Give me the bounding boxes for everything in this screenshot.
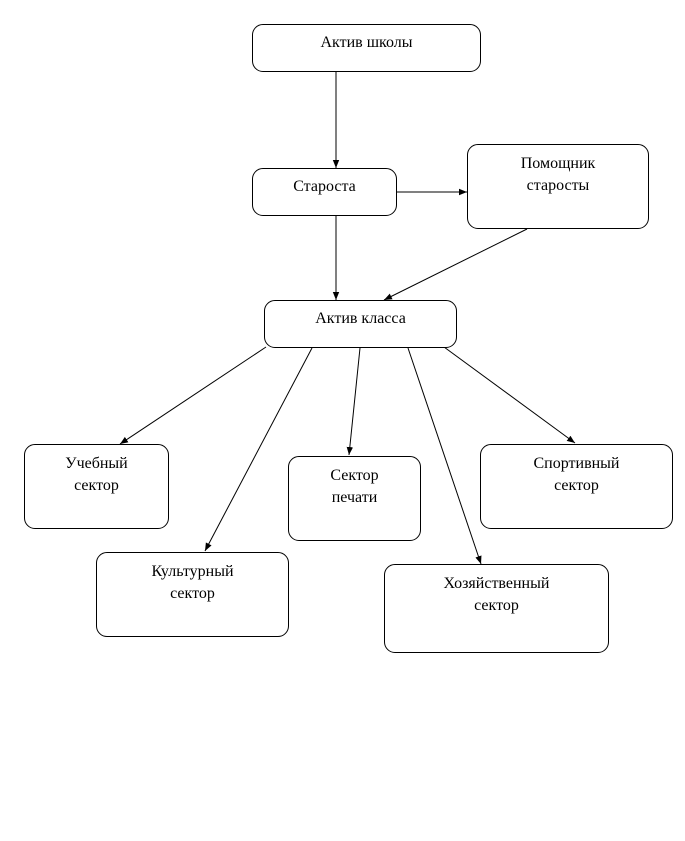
node-pechati: Сектор печати bbox=[288, 456, 421, 541]
edge-pomoshchnik-to-class bbox=[383, 228, 528, 301]
node-khozyaystvenny: Хозяйственный сектор bbox=[384, 564, 609, 653]
node-kulturny: Культурный сектор bbox=[96, 552, 289, 637]
node-uchebny-label-line1: Учебный bbox=[65, 455, 128, 472]
node-starosta-label: Староста bbox=[293, 178, 356, 195]
node-khozyaystvenny-label-line1: Хозяйственный bbox=[443, 575, 550, 592]
node-school-activ-label: Актив школы bbox=[320, 34, 413, 51]
node-kulturny-label-line1: Культурный bbox=[151, 563, 234, 580]
node-pomoshchnik-label-line2: старосты bbox=[526, 177, 590, 194]
edge-class-to-kulturny bbox=[204, 347, 313, 552]
edge-class-to-uchebny bbox=[119, 346, 267, 445]
node-pechati-label-line1: Сектор bbox=[330, 467, 379, 484]
node-pechati-label-line2: печати bbox=[331, 489, 378, 506]
node-kulturny-label-line2: сектор bbox=[170, 585, 215, 602]
node-khozyaystvenny-label-line2: сектор bbox=[474, 597, 519, 614]
node-class-activ: Актив класса bbox=[264, 300, 457, 348]
edge-class-to-pechati bbox=[346, 347, 361, 456]
edge-class-to-sportivny bbox=[443, 346, 576, 444]
node-starosta: Староста bbox=[252, 168, 397, 216]
node-sportivny-label-line2: сектор bbox=[554, 477, 599, 494]
node-sportivny: Спортивный сектор bbox=[480, 444, 673, 529]
node-class-activ-label: Актив класса bbox=[315, 310, 406, 327]
node-pomoshchnik: Помощник старосты bbox=[467, 144, 649, 229]
edge-class-to-khozyaystvenny bbox=[407, 347, 482, 565]
node-uchebny-label-line2: сектор bbox=[74, 477, 119, 494]
node-pomoshchnik-label-line1: Помощник bbox=[520, 155, 596, 172]
node-school-activ: Актив школы bbox=[252, 24, 481, 72]
node-uchebny: Учебный сектор bbox=[24, 444, 169, 529]
node-sportivny-label-line1: Спортивный bbox=[533, 455, 620, 472]
